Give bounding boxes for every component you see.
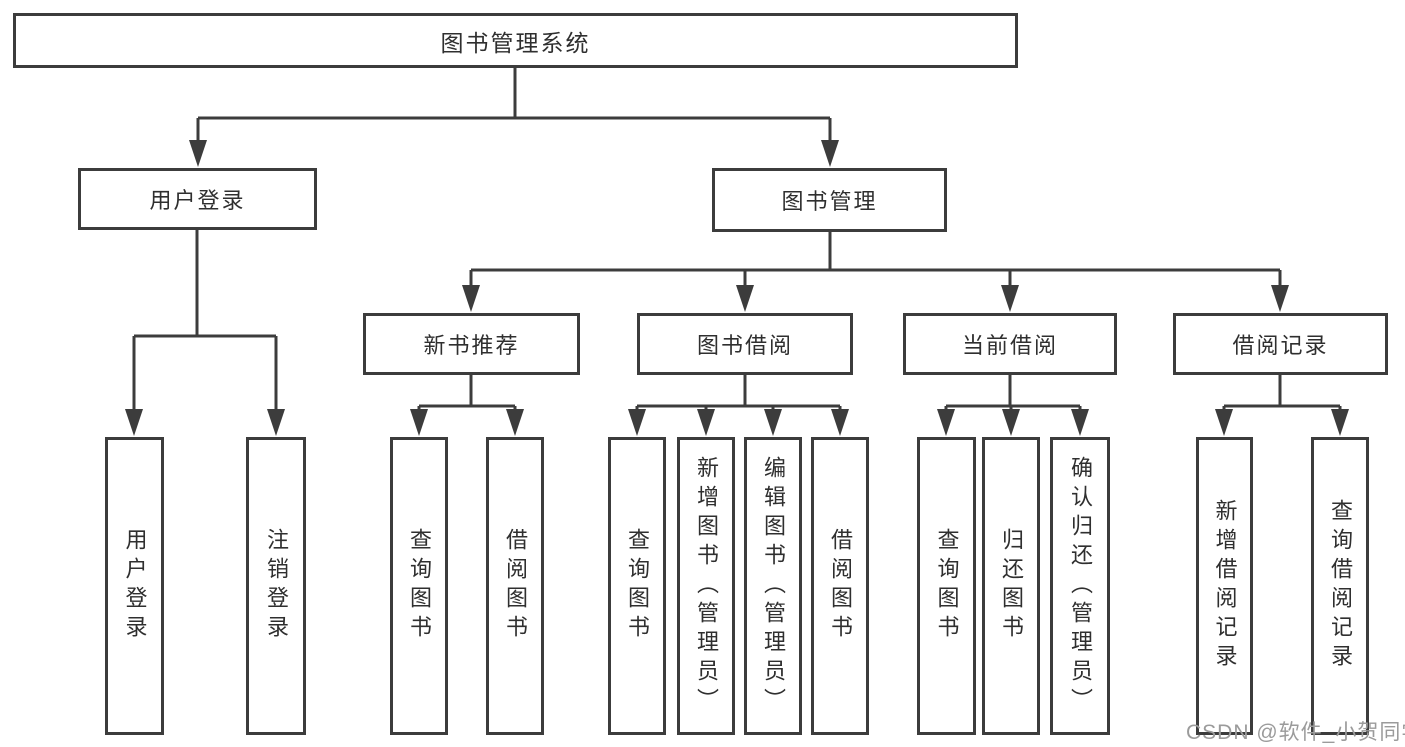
arrow-to-borrow-records bbox=[1271, 285, 1289, 312]
arrow-to-new-books bbox=[462, 285, 480, 312]
node-borrowing-records-label: 借阅记录 bbox=[1232, 333, 1329, 358]
leaf-logout: 注销登录 bbox=[246, 437, 306, 735]
leaf-query-books-new-label: 查询图书 bbox=[407, 528, 432, 644]
leaf-borrow-books-label: 借阅图书 bbox=[828, 528, 853, 644]
arrow-to-user-login bbox=[189, 140, 207, 167]
node-current-borrowing-label: 当前借阅 bbox=[961, 333, 1058, 358]
node-new-book-recommend-label: 新书推荐 bbox=[423, 333, 520, 358]
leaf-return-books: 归还图书 bbox=[982, 437, 1040, 735]
csdn-watermark: CSDN @软件_小贺同学 bbox=[1186, 721, 1405, 744]
leaf-edit-books-admin: 编辑图书（管理员） bbox=[744, 437, 802, 735]
leaf-return-books-label: 归还图书 bbox=[999, 528, 1024, 644]
connector-login-to-leaves bbox=[132, 230, 278, 411]
leaf-query-books-borrow: 查询图书 bbox=[608, 437, 666, 735]
node-book-borrowing-label: 图书借阅 bbox=[696, 333, 793, 358]
arrow-to-book-borrow bbox=[736, 285, 754, 312]
arrow-record-leaf-2 bbox=[1331, 409, 1349, 436]
leaf-borrow-books: 借阅图书 bbox=[811, 437, 869, 735]
connector-record-to-leaves bbox=[1222, 375, 1342, 411]
node-borrowing-records: 借阅记录 bbox=[1173, 313, 1388, 375]
leaf-add-books-admin: 新增图书（管理员） bbox=[677, 437, 735, 735]
node-user-login-label: 用户登录 bbox=[149, 188, 246, 213]
node-book-management: 图书管理 bbox=[712, 168, 947, 232]
leaf-edit-books-admin-label: 编辑图书（管理员） bbox=[761, 455, 786, 717]
leaf-add-borrow-record-label: 新增借阅记录 bbox=[1212, 499, 1238, 673]
arrow-current-leaf-2 bbox=[1002, 409, 1020, 436]
leaf-borrow-books-new: 借阅图书 bbox=[486, 437, 544, 735]
node-book-management-label: 图书管理 bbox=[781, 189, 878, 214]
node-user-login: 用户登录 bbox=[78, 168, 317, 230]
arrow-to-logout-leaf bbox=[267, 409, 285, 436]
leaf-logout-label: 注销登录 bbox=[264, 528, 289, 644]
leaf-user-login-label: 用户登录 bbox=[122, 528, 148, 644]
connector-new-to-leaves bbox=[417, 375, 517, 411]
connector-current-to-leaves bbox=[944, 375, 1082, 411]
node-current-borrowing: 当前借阅 bbox=[903, 313, 1117, 375]
connector-mgmt-to-level3 bbox=[469, 232, 1282, 287]
arrow-to-current-borrow bbox=[1001, 285, 1019, 312]
leaf-query-books-current: 查询图书 bbox=[917, 437, 976, 735]
node-root-system: 图书管理系统 bbox=[13, 13, 1018, 68]
arrow-current-leaf-1 bbox=[937, 409, 955, 436]
arrow-borrow-leaf-1 bbox=[628, 409, 646, 436]
arrow-current-leaf-3 bbox=[1071, 409, 1089, 436]
arrow-record-leaf-1 bbox=[1215, 409, 1233, 436]
arrow-to-login-leaf bbox=[125, 409, 143, 436]
leaf-query-books-new: 查询图书 bbox=[390, 437, 448, 735]
arrow-borrow-leaf-3 bbox=[764, 409, 782, 436]
leaf-query-borrow-record: 查询借阅记录 bbox=[1311, 437, 1369, 735]
leaf-query-borrow-record-label: 查询借阅记录 bbox=[1328, 499, 1353, 673]
node-new-book-recommend: 新书推荐 bbox=[363, 313, 580, 375]
arrow-new-leaf-1 bbox=[410, 409, 428, 436]
connector-borrow-to-leaves bbox=[635, 375, 842, 411]
leaf-confirm-return-admin-label: 确认归还（管理员） bbox=[1068, 455, 1093, 717]
connector-root-to-level2 bbox=[196, 68, 832, 142]
arrow-to-book-mgmt bbox=[821, 140, 839, 167]
leaf-borrow-books-new-label: 借阅图书 bbox=[503, 528, 528, 644]
node-book-borrowing: 图书借阅 bbox=[637, 313, 853, 375]
arrow-new-leaf-2 bbox=[506, 409, 524, 436]
node-root-label: 图书管理系统 bbox=[440, 29, 591, 56]
arrow-borrow-leaf-4 bbox=[831, 409, 849, 436]
leaf-query-books-current-label: 查询图书 bbox=[934, 528, 960, 644]
leaf-add-borrow-record: 新增借阅记录 bbox=[1196, 437, 1253, 735]
leaf-query-books-borrow-label: 查询图书 bbox=[625, 528, 650, 644]
arrow-borrow-leaf-2 bbox=[697, 409, 715, 436]
leaf-user-login: 用户登录 bbox=[105, 437, 164, 735]
leaf-confirm-return-admin: 确认归还（管理员） bbox=[1050, 437, 1110, 735]
leaf-add-books-admin-label: 新增图书（管理员） bbox=[694, 455, 719, 717]
